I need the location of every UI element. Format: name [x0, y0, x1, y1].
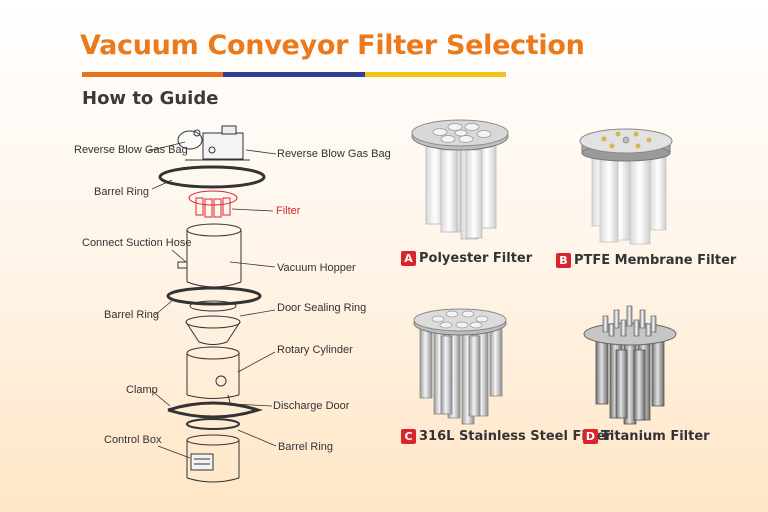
door-sealing-ring-icon	[185, 300, 241, 345]
filter-badge-c: C	[401, 429, 416, 444]
label-reverse-blow-gas-bag-left: Reverse Blow Gas Bag	[74, 144, 188, 156]
titanium-filter-icon	[583, 305, 677, 425]
reverse-blow-gas-bag-icon	[177, 125, 250, 161]
filter-label-d: D Titanium Filter	[583, 429, 710, 444]
underline-orange	[82, 72, 224, 77]
clamp-icon	[167, 401, 264, 419]
label-barrel-ring-1: Barrel Ring	[94, 186, 150, 198]
stainless-steel-filter-icon	[413, 308, 507, 425]
label-door-sealing-ring: Door Sealing Ring	[277, 302, 367, 314]
label-clamp: Clamp	[126, 384, 158, 396]
label-reverse-blow-gas-bag-right: Reverse Blow Gas Bag	[277, 148, 391, 160]
title-underline	[82, 72, 506, 77]
barrel-ring-bottom-icon	[186, 418, 240, 430]
leader-lines	[147, 141, 277, 459]
filter-name-a: Polyester Filter	[419, 251, 533, 266]
underline-blue	[223, 72, 365, 77]
label-barrel-ring-3: Barrel Ring	[278, 441, 334, 453]
filter-badge-d: D	[583, 429, 598, 444]
barrel-ring-top-icon	[158, 165, 266, 189]
label-discharge-door: Discharge Door	[273, 400, 350, 412]
filter-name-d: Titanium Filter	[601, 429, 710, 444]
barrel-ring-middle-icon	[166, 286, 262, 306]
rotary-cylinder-icon	[186, 346, 240, 407]
page-title: Vacuum Conveyor Filter Selection	[80, 30, 585, 61]
label-control-box: Control Box	[104, 434, 162, 446]
filter-name-c: 316L Stainless Steel Filter	[419, 429, 612, 444]
ptfe-membrane-filter-icon	[579, 128, 673, 245]
underline-yellow	[364, 72, 506, 77]
filter-icon	[188, 190, 238, 218]
label-vacuum-hopper: Vacuum Hopper	[277, 262, 356, 274]
polyester-filter-icon	[411, 119, 509, 240]
vacuum-hopper-icon	[177, 223, 242, 288]
filter-badge-b: B	[556, 253, 571, 268]
label-barrel-ring-2: Barrel Ring	[104, 309, 160, 321]
filter-badge-a: A	[401, 251, 416, 266]
control-box-icon	[186, 434, 240, 483]
page-subtitle: How to Guide	[82, 88, 219, 109]
filter-name-b: PTFE Membrane Filter	[574, 253, 737, 268]
filter-label-a: A Polyester Filter	[401, 251, 532, 266]
filter-label-c: C 316L Stainless Steel Filter	[401, 429, 612, 444]
label-filter: Filter	[276, 205, 301, 217]
label-rotary-cylinder: Rotary Cylinder	[277, 344, 353, 356]
filter-label-b: B PTFE Membrane Filter	[556, 253, 736, 268]
label-connect-suction-hose: Connect Suction Hose	[82, 237, 192, 249]
